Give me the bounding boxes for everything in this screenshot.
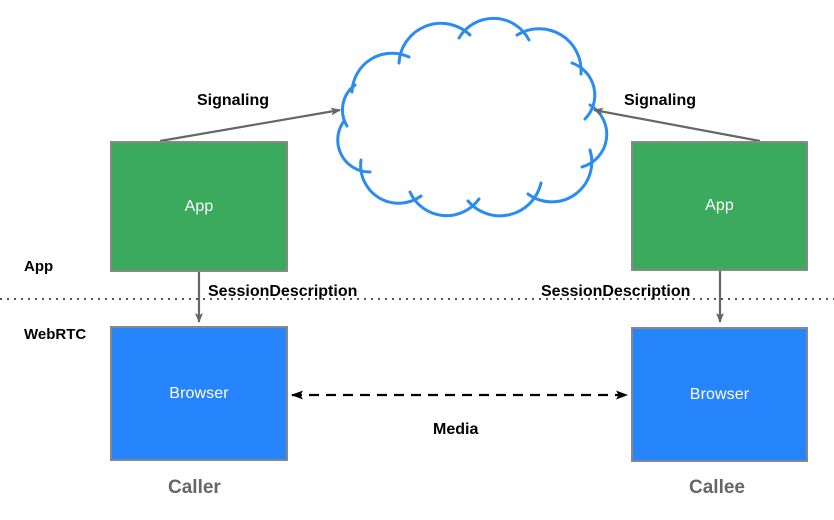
signaling-arrow-left bbox=[159, 107, 341, 143]
signaling-label-left: Signaling bbox=[197, 92, 269, 109]
signaling-cloud-shape bbox=[336, 16, 609, 218]
callee-app-box[interactable]: App bbox=[631, 141, 808, 271]
caller-browser-box-label: Browser bbox=[169, 384, 229, 402]
webrtc-layer-label: WebRTC bbox=[24, 326, 87, 343]
sessiondescription-label-right: SessionDescription bbox=[541, 283, 691, 300]
sessiondescription-label-left: SessionDescription bbox=[208, 283, 358, 300]
callee-app-box-label: App bbox=[705, 197, 734, 214]
caller-role-label: Caller bbox=[168, 477, 221, 498]
callee-role-label: Callee bbox=[689, 477, 745, 498]
callee-browser-box[interactable]: Browser bbox=[631, 327, 808, 462]
caller-browser-box[interactable]: Browser bbox=[110, 326, 288, 461]
media-label: Media bbox=[433, 421, 479, 438]
signaling-label-right: Signaling bbox=[624, 92, 696, 109]
signaling-arrow-right bbox=[593, 107, 761, 143]
caller-app-box[interactable]: App bbox=[110, 141, 288, 272]
app-layer-label: App bbox=[24, 258, 54, 275]
callee-browser-box-label: Browser bbox=[689, 385, 750, 403]
caller-app-box-label: App bbox=[184, 197, 214, 215]
